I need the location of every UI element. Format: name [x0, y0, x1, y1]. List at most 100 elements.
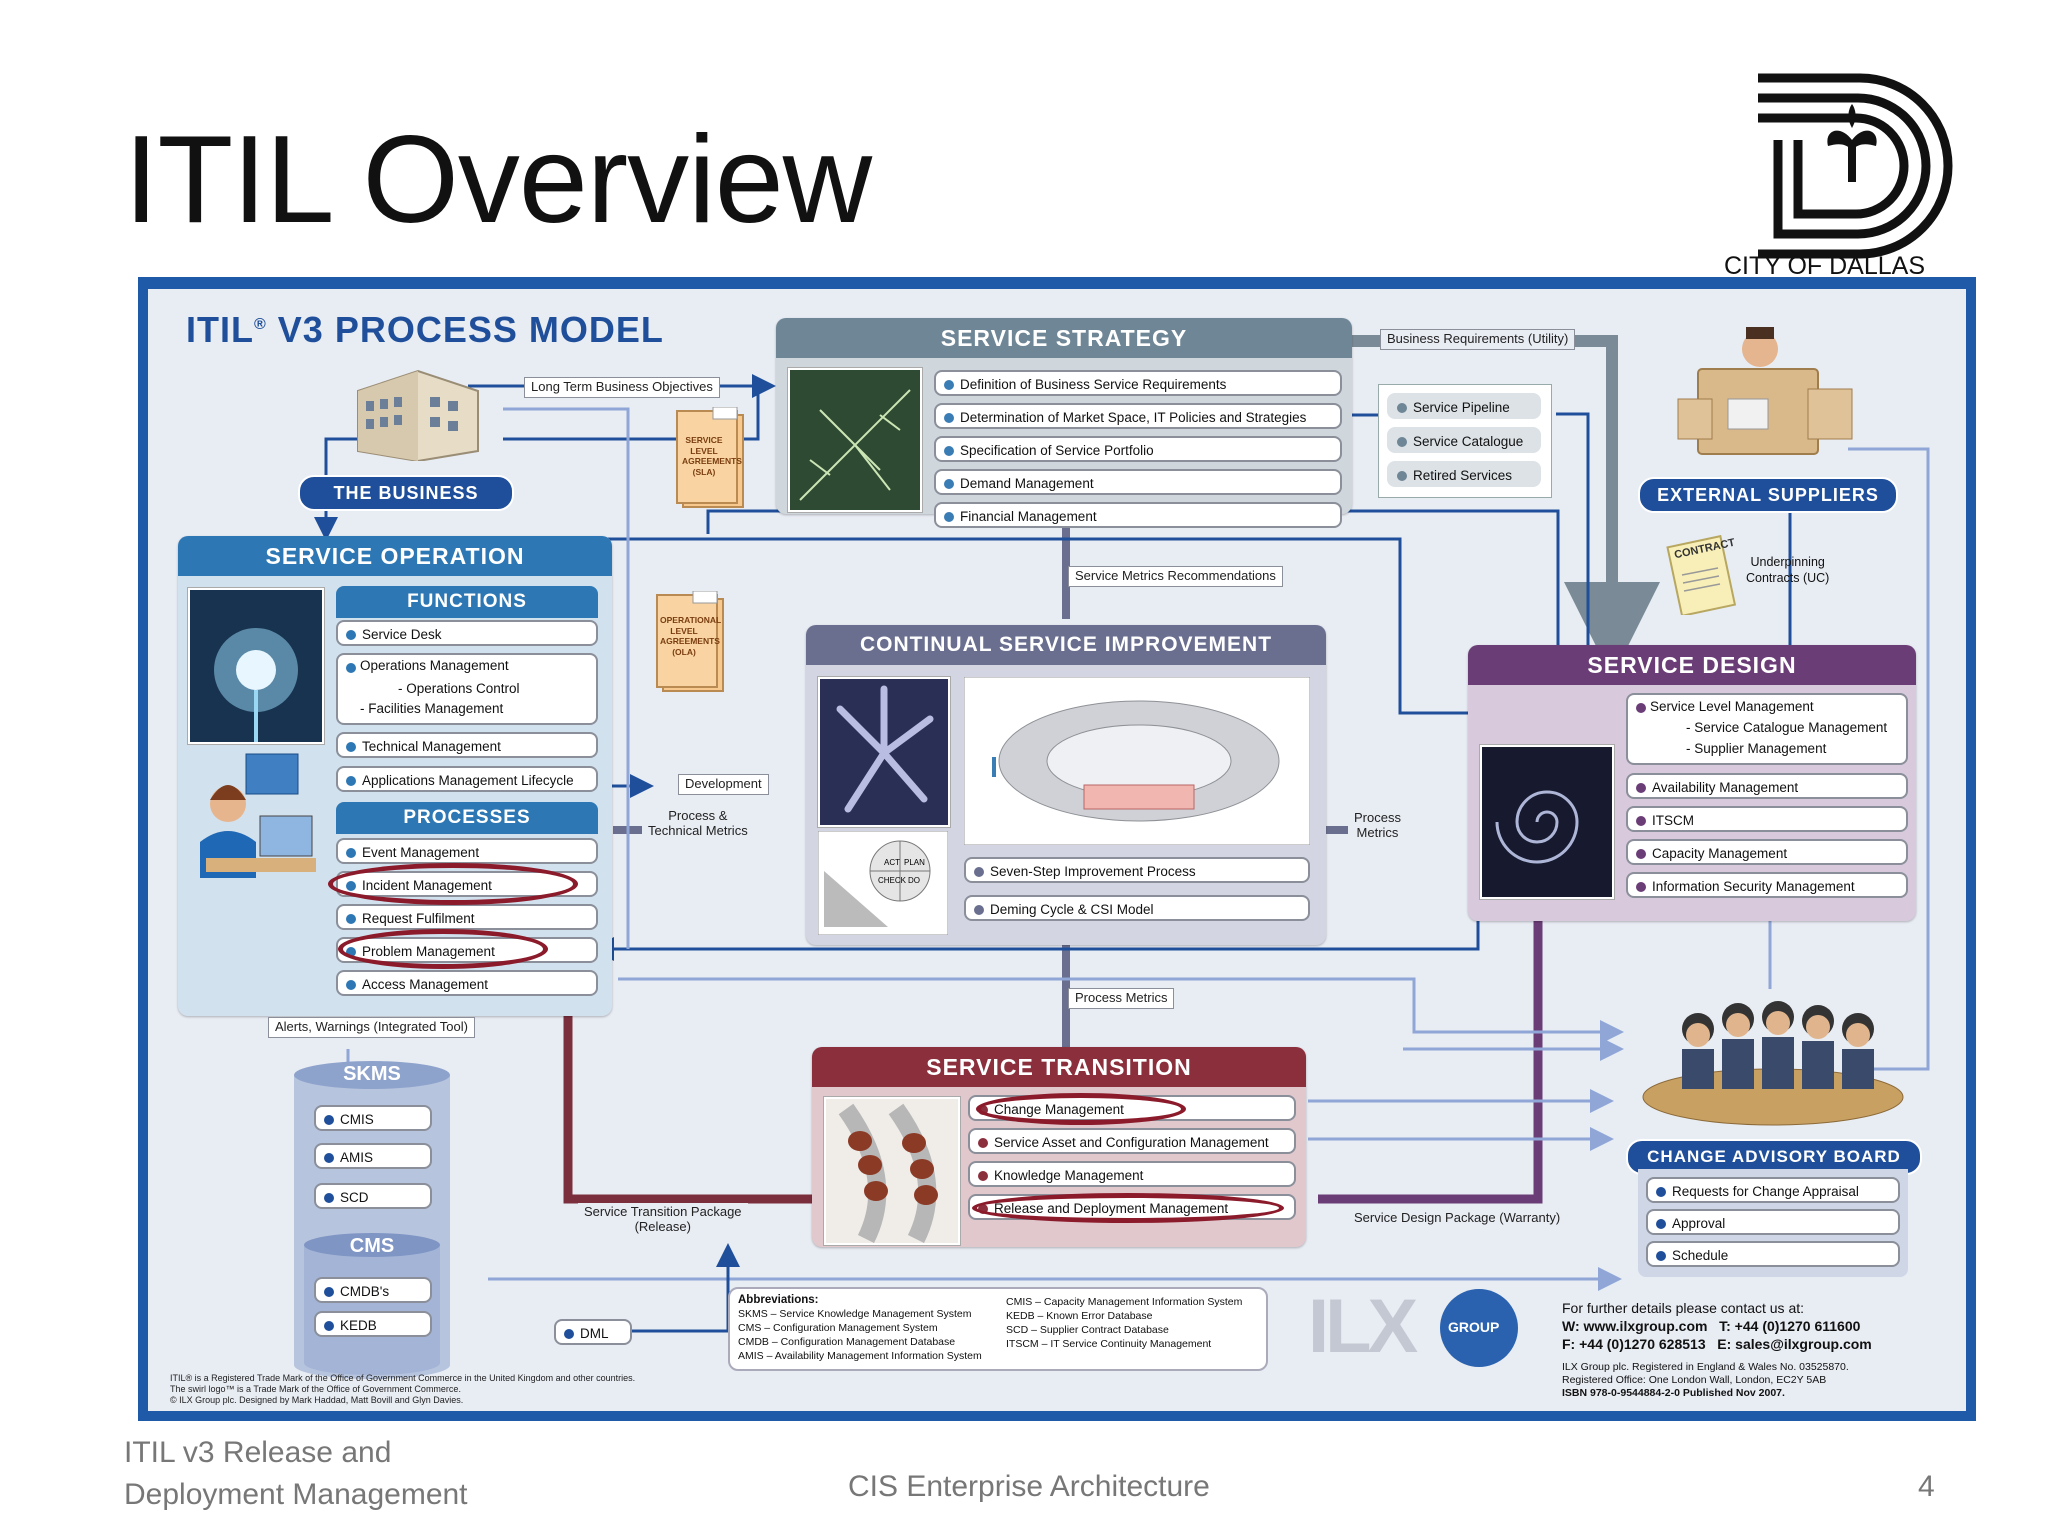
transition-item: Knowledge Management [968, 1161, 1296, 1187]
processes-header: PROCESSES [336, 802, 598, 834]
process-item: Access Management [336, 970, 598, 996]
cms-title: CMS [349, 1235, 395, 1257]
design-package-label: Service Design Package (Warranty) [1348, 1209, 1567, 1228]
deming-plan: PLAN [904, 858, 925, 867]
strategy-item: Determination of Market Space, IT Polici… [934, 403, 1342, 429]
ilx-logo-circle [1440, 1289, 1518, 1367]
service-operation-title: SERVICE OPERATION [178, 536, 612, 576]
business-building-icon [357, 369, 479, 461]
sla-document-icon [676, 407, 744, 508]
cab-items-box: Requests for Change Appraisal Approval S… [1638, 1169, 1908, 1277]
portfolio-item: Service Catalogue [1387, 427, 1541, 453]
strategy-item: Demand Management [934, 469, 1342, 495]
cms-item: CMDB's [314, 1277, 432, 1303]
logo-text: CITY OF DALLAS [1724, 252, 1925, 280]
problem-management-highlight [338, 929, 548, 969]
process-metrics-bottom-label: Process Metrics [1068, 988, 1175, 1009]
process-technical-metrics-label: Process &Technical Metrics [642, 807, 754, 841]
service-design-title: SERVICE DESIGN [1468, 645, 1916, 685]
incident-management-highlight [328, 863, 578, 905]
function-technical-management: Technical Management [336, 732, 598, 758]
abbreviations-right: CMIS – Capacity Management Information S… [1006, 1296, 1243, 1350]
development-label: Development [678, 774, 769, 795]
skms-database: SKMS CMIS AMIS SCD CMS CMDB's KEDB [292, 1059, 452, 1379]
transition-package-label: Service Transition Package(Release) [578, 1203, 748, 1237]
ilx-logo-letters: ILX [1308, 1284, 1418, 1369]
external-suppliers-label: EXTERNAL SUPPLIERS [1638, 477, 1898, 513]
service-transition-panel: SERVICE TRANSITION Change Management Ser… [812, 1047, 1306, 1247]
bullet-icon [346, 663, 356, 673]
ilx-group-logo: ILX GROUP [1308, 1283, 1538, 1373]
deming-act: ACT [884, 858, 900, 867]
bullet-icon [1636, 703, 1646, 713]
business-requirements-label: Business Requirements (Utility) [1380, 329, 1576, 350]
strategy-item: Specification of Service Portfolio [934, 436, 1342, 462]
service-strategy-title: SERVICE STRATEGY [776, 318, 1352, 358]
service-operation-panel: SERVICE OPERATION FUNCTIONS Service Desk… [178, 536, 612, 1016]
footer-left: ITIL v3 Release and Deployment Managemen… [124, 1436, 468, 1511]
design-book-thumbnail [1480, 745, 1614, 899]
skms-item: SCD [314, 1183, 432, 1209]
deming-do: DO [908, 876, 920, 885]
strategy-item: Definition of Business Service Requireme… [934, 370, 1342, 396]
abbreviations-title: Abbreviations: [738, 1294, 819, 1306]
service-strategy-panel: SERVICE STRATEGY Definition of Business … [776, 318, 1352, 528]
service-transition-title: SERVICE TRANSITION [812, 1047, 1306, 1087]
ola-document-text: OPERATIONAL LEVEL AGREEMENTS (OLA) [660, 615, 722, 657]
csi-panel: CONTINUAL SERVICE IMPROVEMENT ACT PLAN C… [806, 625, 1326, 945]
model-title: ITIL® V3 PROCESS MODEL [186, 309, 664, 350]
design-item: Availability Management [1626, 773, 1908, 799]
process-item: Event Management [336, 838, 598, 864]
service-design-panel: SERVICE DESIGN Service Level Management … [1468, 645, 1916, 921]
the-business-label: THE BUSINESS [298, 475, 514, 511]
page-number: 4 [1918, 1470, 1935, 1503]
design-item: Capacity Management [1626, 839, 1908, 865]
change-advisory-board-icon [1642, 1001, 1904, 1126]
portfolio-item: Retired Services [1387, 461, 1541, 487]
ilx-logo-group: GROUP [1448, 1319, 1500, 1335]
skms-item: AMIS [314, 1143, 432, 1169]
portfolio-item: Service Pipeline [1387, 393, 1541, 419]
csi-title: CONTINUAL SERVICE IMPROVEMENT [806, 625, 1326, 665]
strategy-book-thumbnail [788, 368, 922, 512]
skms-title: SKMS [343, 1063, 401, 1085]
contract-document-icon [1666, 535, 1736, 615]
service-metrics-label: Service Metrics Recommendations [1068, 566, 1283, 587]
service-portfolio-box: Service Pipeline Service Catalogue Retir… [1378, 384, 1552, 498]
function-applications-management: Applications Management Lifecycle [336, 766, 598, 792]
ilx-contact-block: For further details please contact us at… [1562, 1300, 1872, 1352]
abbreviations-left: SKMS – Service Knowledge Management Syst… [738, 1308, 982, 1362]
cab-item: Approval [1646, 1209, 1900, 1235]
cab-item: Requests for Change Appraisal [1646, 1177, 1900, 1203]
transition-book-thumbnail [824, 1097, 960, 1245]
csi-item: Seven-Step Improvement Process [964, 857, 1310, 883]
ilx-registration: ILX Group plc. Registered in England & W… [1562, 1361, 1849, 1399]
deming-check: CHECK [878, 876, 907, 885]
slide-title: ITIL Overview [124, 111, 872, 249]
dml-item: DML [554, 1319, 632, 1345]
release-deployment-highlight [972, 1193, 1284, 1223]
strategy-item: Financial Management [934, 502, 1342, 528]
alerts-warnings-label: Alerts, Warnings (Integrated Tool) [268, 1017, 475, 1038]
poster-canvas: ITIL® V3 PROCESS MODEL THE BUSINESS Long… [148, 289, 1966, 1411]
trademark-notice: ITIL® is a Registered Trade Mark of the … [170, 1373, 636, 1405]
csi-book-thumbnail [818, 677, 950, 827]
abbreviations-box: Abbreviations: SKMS – Service Knowledge … [728, 1287, 1268, 1371]
long-term-objectives-label: Long Term Business Objectives [524, 377, 720, 398]
slm-group: Service Level Management - Service Catal… [1626, 693, 1908, 765]
external-suppliers-icon [1677, 327, 1853, 455]
skms-item: CMIS [314, 1105, 432, 1131]
sla-document-text: SERVICE LEVEL AGREEMENTS (SLA) [682, 435, 742, 477]
transition-item: Service Asset and Configuration Manageme… [968, 1128, 1296, 1154]
seven-step-diagram [964, 677, 1310, 845]
cab-item: Schedule [1646, 1241, 1900, 1267]
functions-header: FUNCTIONS [336, 586, 598, 618]
footer-center: CIS Enterprise Architecture [848, 1470, 1210, 1503]
service-desk-agent-icon [200, 753, 316, 878]
design-item: ITSCM [1626, 806, 1908, 832]
operation-book-thumbnail [188, 588, 324, 744]
design-item: Information Security Management [1626, 872, 1908, 898]
function-service-desk: Service Desk [336, 620, 598, 646]
